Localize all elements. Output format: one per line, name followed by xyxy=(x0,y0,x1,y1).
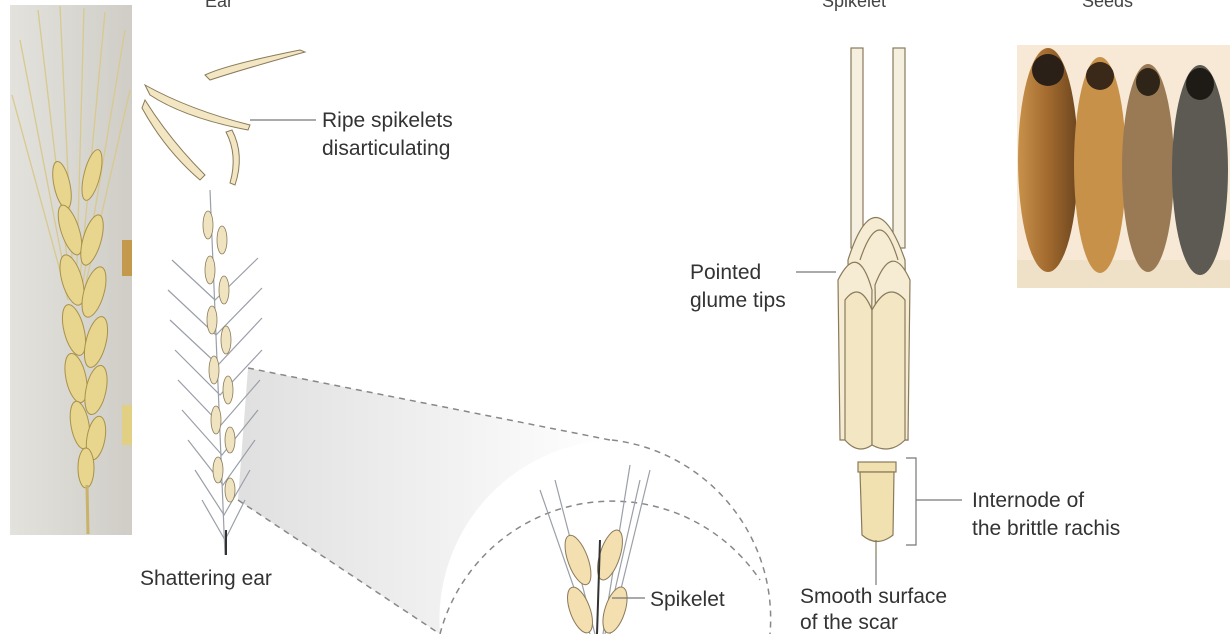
seeds-photo xyxy=(1017,45,1230,288)
internode-label-line2: the brittle rachis xyxy=(972,516,1120,542)
ear-header: Ear xyxy=(205,0,233,14)
smooth-surface-label-line2: of the scar xyxy=(800,610,898,636)
spikelet-zoom-label: Spikelet xyxy=(650,587,725,613)
internode-label-line1: Internode of xyxy=(972,488,1084,514)
pointed-glume-label-line1: Pointed xyxy=(690,260,761,286)
ripe-spikelets-label-line1: Ripe spikelets xyxy=(322,108,453,134)
shattering-ear-label: Shattering ear xyxy=(140,566,272,592)
ripe-spikelets-label-line2: disarticulating xyxy=(322,136,450,162)
pointed-glume-label-line2: glume tips xyxy=(690,288,786,314)
spikelet-illustration xyxy=(838,48,910,555)
zoomed-spikelet-cluster xyxy=(540,465,650,634)
wheat-ear-photo xyxy=(10,5,132,535)
spikelet-header: Spikelet xyxy=(822,0,886,14)
seeds-header: Seeds xyxy=(1082,0,1133,14)
smooth-surface-label-line1: Smooth surface xyxy=(800,584,947,610)
